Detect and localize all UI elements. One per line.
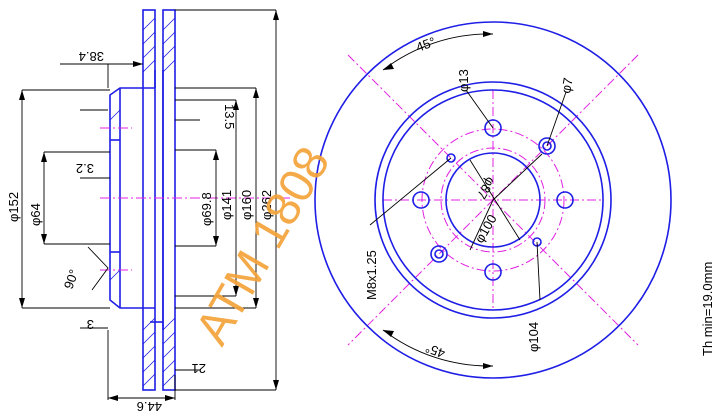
dim-44-6: 44.6 (137, 399, 162, 414)
stud-hole-bottom (484, 263, 502, 281)
dim-phi160: φ160 (239, 190, 254, 220)
dim-3: 3 (87, 317, 94, 332)
stud-hole-left (412, 191, 430, 209)
dim-21: 21 (192, 361, 206, 376)
dim-phi104: φ104 (526, 322, 541, 352)
dim-phi13: φ13 (456, 69, 471, 92)
side-centerlines (100, 127, 290, 271)
hat-outer-edge (382, 89, 604, 311)
stud-hole-right (556, 191, 574, 209)
front-dimension-lines (369, 33, 567, 367)
friction-inner-edge (374, 81, 612, 319)
dim-phi7: φ7 (558, 76, 575, 94)
front-arrowheads (383, 31, 493, 369)
dim-phi69-8: φ69.8 (199, 192, 214, 226)
dim-38-4: 38.4 (79, 49, 104, 64)
dim-3-2: 3.2 (76, 161, 94, 176)
dim-angle-45-top: 45° (414, 34, 438, 55)
stud-hole-top (484, 119, 502, 137)
dim-phi152: φ152 (6, 192, 21, 222)
dim-phi141: φ141 (219, 190, 234, 220)
section-outline (109, 9, 176, 391)
dim-phi87: φ87 (474, 175, 498, 202)
locating-hole-inner-sw (434, 249, 444, 259)
dim-thread-m8: M8x1.25 (364, 250, 379, 300)
section-hatching (109, 17, 176, 387)
front-outline (314, 21, 672, 379)
thread-hole-nw (446, 153, 456, 163)
dim-angle-45-bottom: 45° (423, 340, 447, 361)
side-view: 38.4 13.5 3.2 φ152 φ64 φ69.8 φ141 φ160 φ… (6, 9, 290, 414)
locating-hole-outer-sw (430, 245, 448, 263)
center-bore (445, 152, 541, 248)
min-thickness-label: Th min=19.0mm (700, 262, 715, 356)
dim-phi262: φ262 (259, 190, 274, 220)
side-dimension-lines (21, 9, 277, 400)
outer-rim (314, 21, 672, 379)
side-arrowheads (19, 10, 279, 401)
friction-plate-right (162, 9, 176, 391)
dim-angle-90: 90° (61, 267, 82, 291)
dim-13-5: 13.5 (222, 104, 237, 129)
friction-plate-left (142, 9, 156, 391)
locating-hole-outer-ne (538, 137, 556, 155)
dim-phi64: φ64 (28, 203, 43, 226)
locating-hole-inner-ne (542, 141, 552, 151)
front-view: 45° 45° φ13 φ7 φ87 φ100 φ104 M8x1.25 (314, 21, 672, 379)
